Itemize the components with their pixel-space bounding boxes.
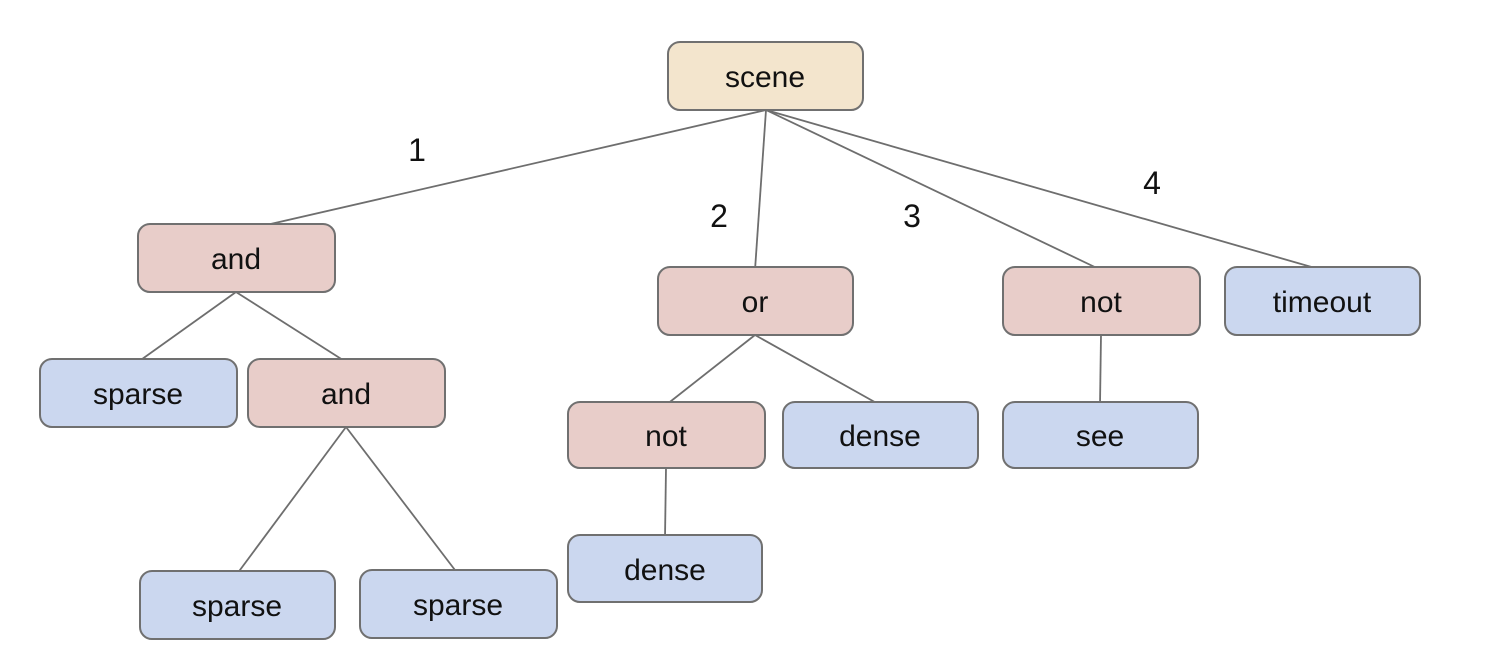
- node-or-1: or: [657, 266, 854, 336]
- sparse-1-box: [39, 358, 238, 428]
- not-2-label: not: [645, 420, 687, 453]
- not-1-label: not: [1080, 286, 1122, 319]
- scene-label: scene: [725, 61, 805, 94]
- edge-scene-not: [765, 109, 1102, 271]
- edge-and-sparse: [137, 291, 237, 363]
- edge-or-dense: [754, 334, 881, 406]
- node-sparse-3: sparse: [359, 569, 558, 639]
- dense-1-label: dense: [839, 420, 921, 453]
- see-1-label: see: [1076, 420, 1124, 453]
- dense-2-box: [567, 534, 763, 603]
- and-1-label: and: [211, 243, 261, 276]
- edge-label-2: 2: [710, 198, 728, 234]
- sparse-3-label: sparse: [413, 589, 503, 622]
- timeout-1-box: [1224, 266, 1421, 336]
- edge-scene-timeout: [765, 109, 1323, 271]
- or-1-box: [657, 266, 854, 336]
- not-1-box: [1002, 266, 1201, 336]
- and-2-box: [247, 358, 446, 428]
- dense-1-box: [782, 401, 979, 469]
- edge-not-see: [1099, 334, 1102, 406]
- and-1-box: [137, 223, 336, 293]
- node-dense-1: dense: [782, 401, 979, 469]
- node-sparse-1: sparse: [39, 358, 238, 428]
- scene-box: [667, 41, 864, 111]
- timeout-1-label: timeout: [1273, 286, 1372, 319]
- sparse-2-box: [139, 570, 336, 640]
- node-and-2: and: [247, 358, 446, 428]
- node-timeout-1: timeout: [1224, 266, 1421, 336]
- edge-label-4: 4: [1143, 165, 1161, 201]
- dense-2-label: dense: [624, 554, 706, 587]
- edge-label-3: 3: [903, 198, 921, 234]
- edge-label-1: 1: [408, 132, 426, 168]
- not-2-box: [567, 401, 766, 469]
- edge-scene-or: [754, 109, 767, 271]
- edge-not2-dense2: [664, 467, 667, 539]
- see-1-box: [1002, 401, 1199, 469]
- node-not-1: not: [1002, 266, 1201, 336]
- edge-and2-sparse3: [345, 426, 459, 575]
- node-dense-2: dense: [567, 534, 763, 603]
- edge-label-group: 1 2 3 4: [408, 132, 1161, 234]
- edge-and2-sparse2: [236, 426, 347, 575]
- node-sparse-2: sparse: [139, 570, 336, 640]
- or-1-label: or: [742, 286, 769, 319]
- and-2-label: and: [321, 378, 371, 411]
- node-see-1: see: [1002, 401, 1199, 469]
- sparse-2-label: sparse: [192, 590, 282, 623]
- edge-scene-and: [235, 109, 767, 233]
- edge-or-not2: [665, 334, 756, 406]
- node-not-2: not: [567, 401, 766, 469]
- edge-group: [137, 109, 1323, 575]
- sparse-3-box: [359, 569, 558, 639]
- node-scene: scene: [667, 41, 864, 111]
- node-and-1: and: [137, 223, 336, 293]
- sparse-1-label: sparse: [93, 378, 183, 411]
- edge-and-and: [235, 291, 347, 363]
